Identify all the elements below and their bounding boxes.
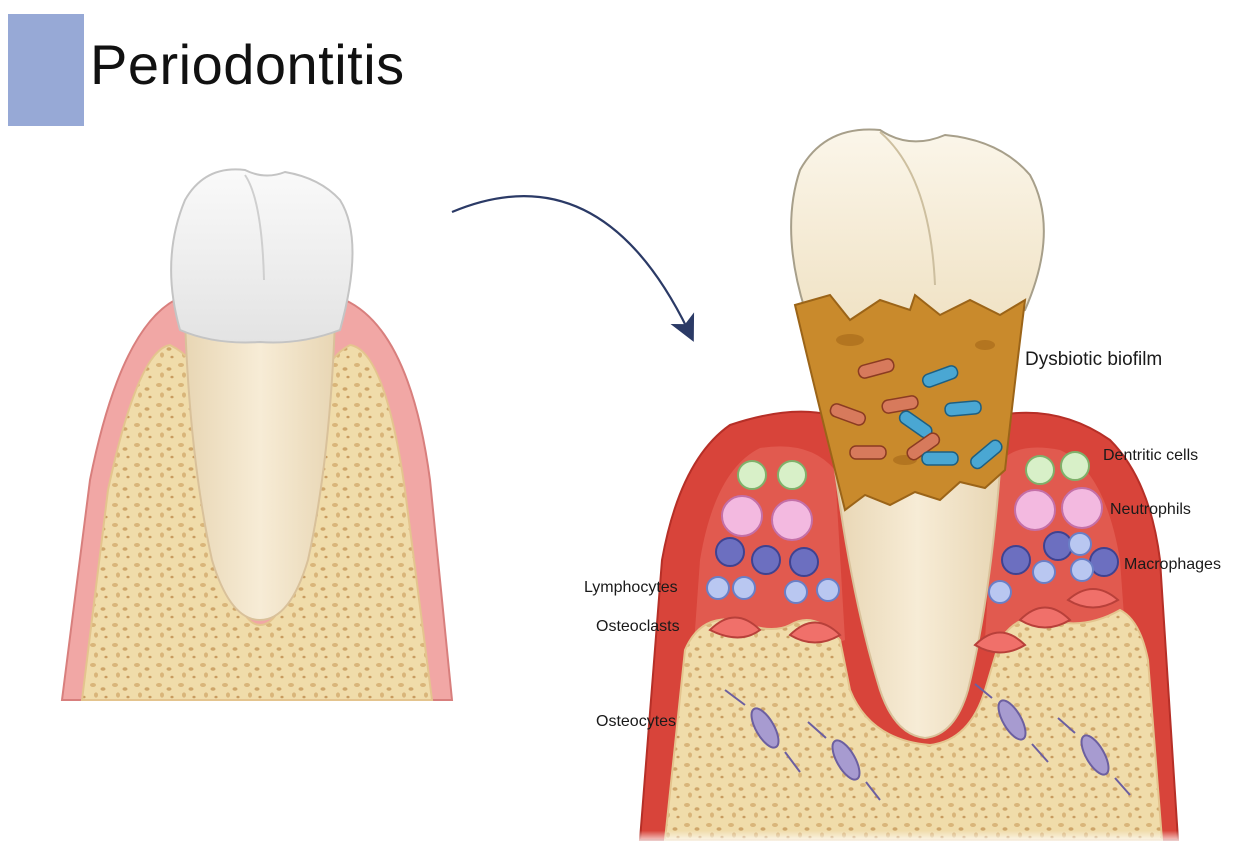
diseased-fade xyxy=(630,770,1190,844)
diseased-tooth-group xyxy=(630,130,1190,844)
transition-arrow xyxy=(452,196,688,330)
label-osteoclasts: Osteoclasts xyxy=(596,618,680,635)
label-dendritic-cells: Dentritic cells xyxy=(1103,447,1198,464)
healthy-tooth-group xyxy=(55,169,465,720)
label-osteocytes: Osteocytes xyxy=(596,713,676,730)
label-macrophages: Macrophages xyxy=(1124,556,1221,573)
healthy-fade xyxy=(55,620,465,720)
healthy-crown xyxy=(171,169,352,342)
label-lymphocytes: Lymphocytes xyxy=(584,579,678,596)
label-dysbiotic-biofilm: Dysbiotic biofilm xyxy=(1025,349,1162,370)
label-neutrophils: Neutrophils xyxy=(1110,501,1191,518)
